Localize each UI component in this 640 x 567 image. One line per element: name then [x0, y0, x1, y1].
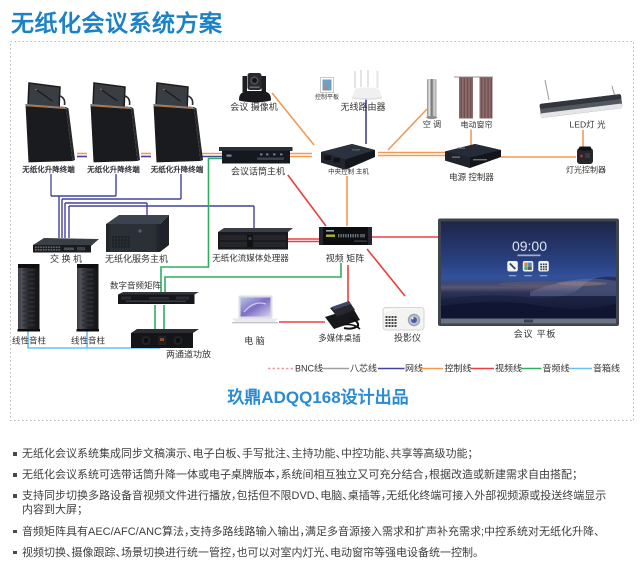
svg-text:音箱线: 音箱线	[593, 363, 620, 374]
svg-text:LED灯 光: LED灯 光	[570, 120, 606, 130]
svg-text:无纸化服务主机: 无纸化服务主机	[105, 253, 168, 264]
svg-text:电动窗帘: 电动窗帘	[461, 120, 493, 130]
svg-text:会议话筒主机: 会议话筒主机	[231, 166, 285, 177]
svg-text:八芯线: 八芯线	[350, 363, 377, 374]
svg-text:交 换 机: 交 换 机	[50, 253, 82, 264]
svg-text:线性音柱: 线性音柱	[12, 336, 47, 346]
svg-text:电源 控制器: 电源 控制器	[449, 172, 494, 182]
svg-text:空 调: 空 调	[423, 119, 441, 129]
svg-text:无线路由器: 无线路由器	[340, 101, 385, 112]
svg-text:无纸化升降终端: 无纸化升降终端	[150, 164, 204, 174]
svg-text:投影仪: 投影仪	[394, 332, 421, 343]
svg-text:会议 平板: 会议 平板	[514, 328, 557, 339]
svg-text:视频 矩阵: 视频 矩阵	[326, 253, 365, 264]
svg-text:数字音频矩阵: 数字音频矩阵	[110, 281, 162, 291]
svg-text:无纸化流媒体处理器: 无纸化流媒体处理器	[212, 253, 289, 263]
svg-text:BNC线: BNC线	[295, 363, 323, 374]
svg-text:灯光控制器: 灯光控制器	[566, 165, 606, 175]
svg-text:中央控制 主机: 中央控制 主机	[328, 167, 369, 176]
svg-text:控制线: 控制线	[445, 363, 472, 374]
svg-text:09:00: 09:00	[512, 238, 547, 254]
svg-text:电 脑: 电 脑	[244, 335, 265, 346]
svg-text:会议 摄像机: 会议 摄像机	[230, 101, 278, 112]
svg-text:视频线: 视频线	[495, 363, 522, 374]
svg-text:线性音柱: 线性音柱	[71, 336, 106, 346]
svg-text:网线: 网线	[405, 363, 423, 374]
svg-text:两通道功放: 两通道功放	[166, 349, 211, 360]
svg-text:无纸化升降终端: 无纸化升降终端	[21, 164, 75, 174]
svg-text:控制平板: 控制平板	[315, 93, 339, 101]
svg-text:无纸化升降终端: 无纸化升降终端	[86, 164, 140, 174]
svg-text:多媒体桌插: 多媒体桌插	[318, 333, 361, 343]
svg-text:音频线: 音频线	[543, 363, 570, 374]
